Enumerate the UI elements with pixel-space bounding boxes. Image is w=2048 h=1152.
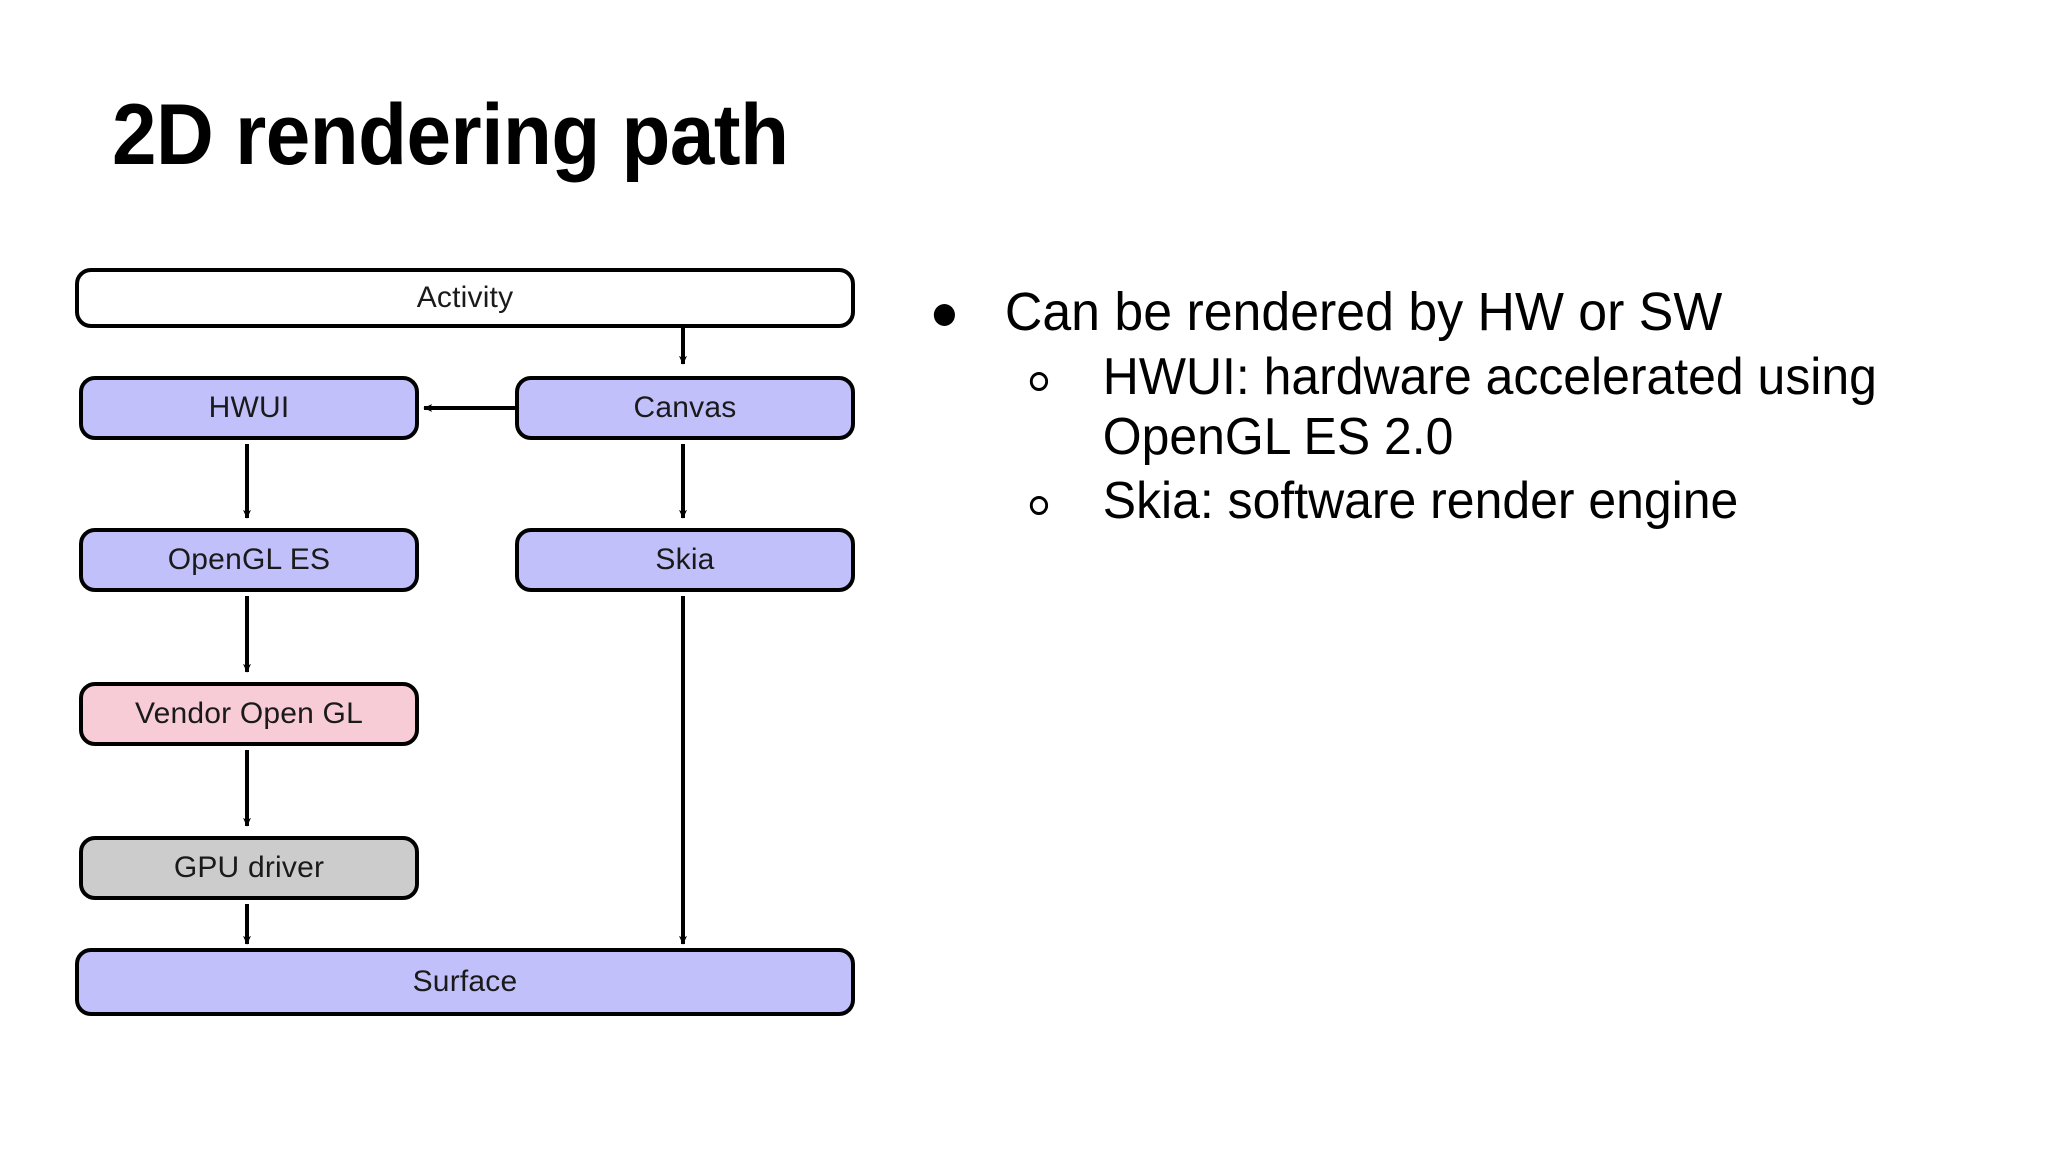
node-opengl-es[interactable]: OpenGL ES	[79, 528, 419, 592]
bullet-hwui-text: HWUI: hardware accelerated using OpenGL …	[1102, 348, 1877, 467]
bullet-circle-icon	[1029, 496, 1049, 516]
diagram-arrows	[243, 296, 687, 945]
page-title: 2D rendering path	[112, 87, 789, 183]
bullet-list: Can be rendered by HW or SW HWUI: hardwa…	[930, 282, 2020, 536]
node-vendor-open-gl-label: Vendor Open GL	[135, 697, 363, 730]
rendering-path-diagram: Activity HWUI Canvas OpenGL ES Skia Vend…	[0, 0, 940, 1152]
node-gpu-driver-label: GPU driver	[173, 851, 325, 884]
node-surface-label: Surface	[412, 965, 518, 998]
node-activity[interactable]: Activity	[75, 268, 855, 328]
node-hwui[interactable]: HWUI	[79, 376, 419, 440]
node-hwui-label: HWUI	[208, 391, 290, 424]
bullet-level1-text: Can be rendered by HW or SW	[1004, 282, 1723, 342]
node-gpu-driver[interactable]: GPU driver	[79, 836, 419, 900]
node-canvas[interactable]: Canvas	[515, 376, 855, 440]
node-vendor-open-gl[interactable]: Vendor Open GL	[79, 682, 419, 746]
node-surface[interactable]: Surface	[75, 948, 855, 1016]
node-canvas-label: Canvas	[633, 391, 737, 424]
bullet-item-hwui: HWUI: hardware accelerated using OpenGL …	[930, 348, 1976, 468]
bullet-circle-icon	[1029, 372, 1049, 392]
node-skia[interactable]: Skia	[515, 528, 855, 592]
bullet-skia-text: Skia: software render engine	[1102, 472, 1739, 531]
node-skia-label: Skia	[655, 543, 715, 576]
bullet-disc-icon	[933, 304, 955, 326]
node-opengl-es-label: OpenGL ES	[167, 543, 331, 576]
bullet-item-skia: Skia: software render engine	[930, 472, 1976, 532]
node-activity-label: Activity	[416, 281, 514, 314]
bullet-item-level1: Can be rendered by HW or SW	[930, 282, 1976, 342]
